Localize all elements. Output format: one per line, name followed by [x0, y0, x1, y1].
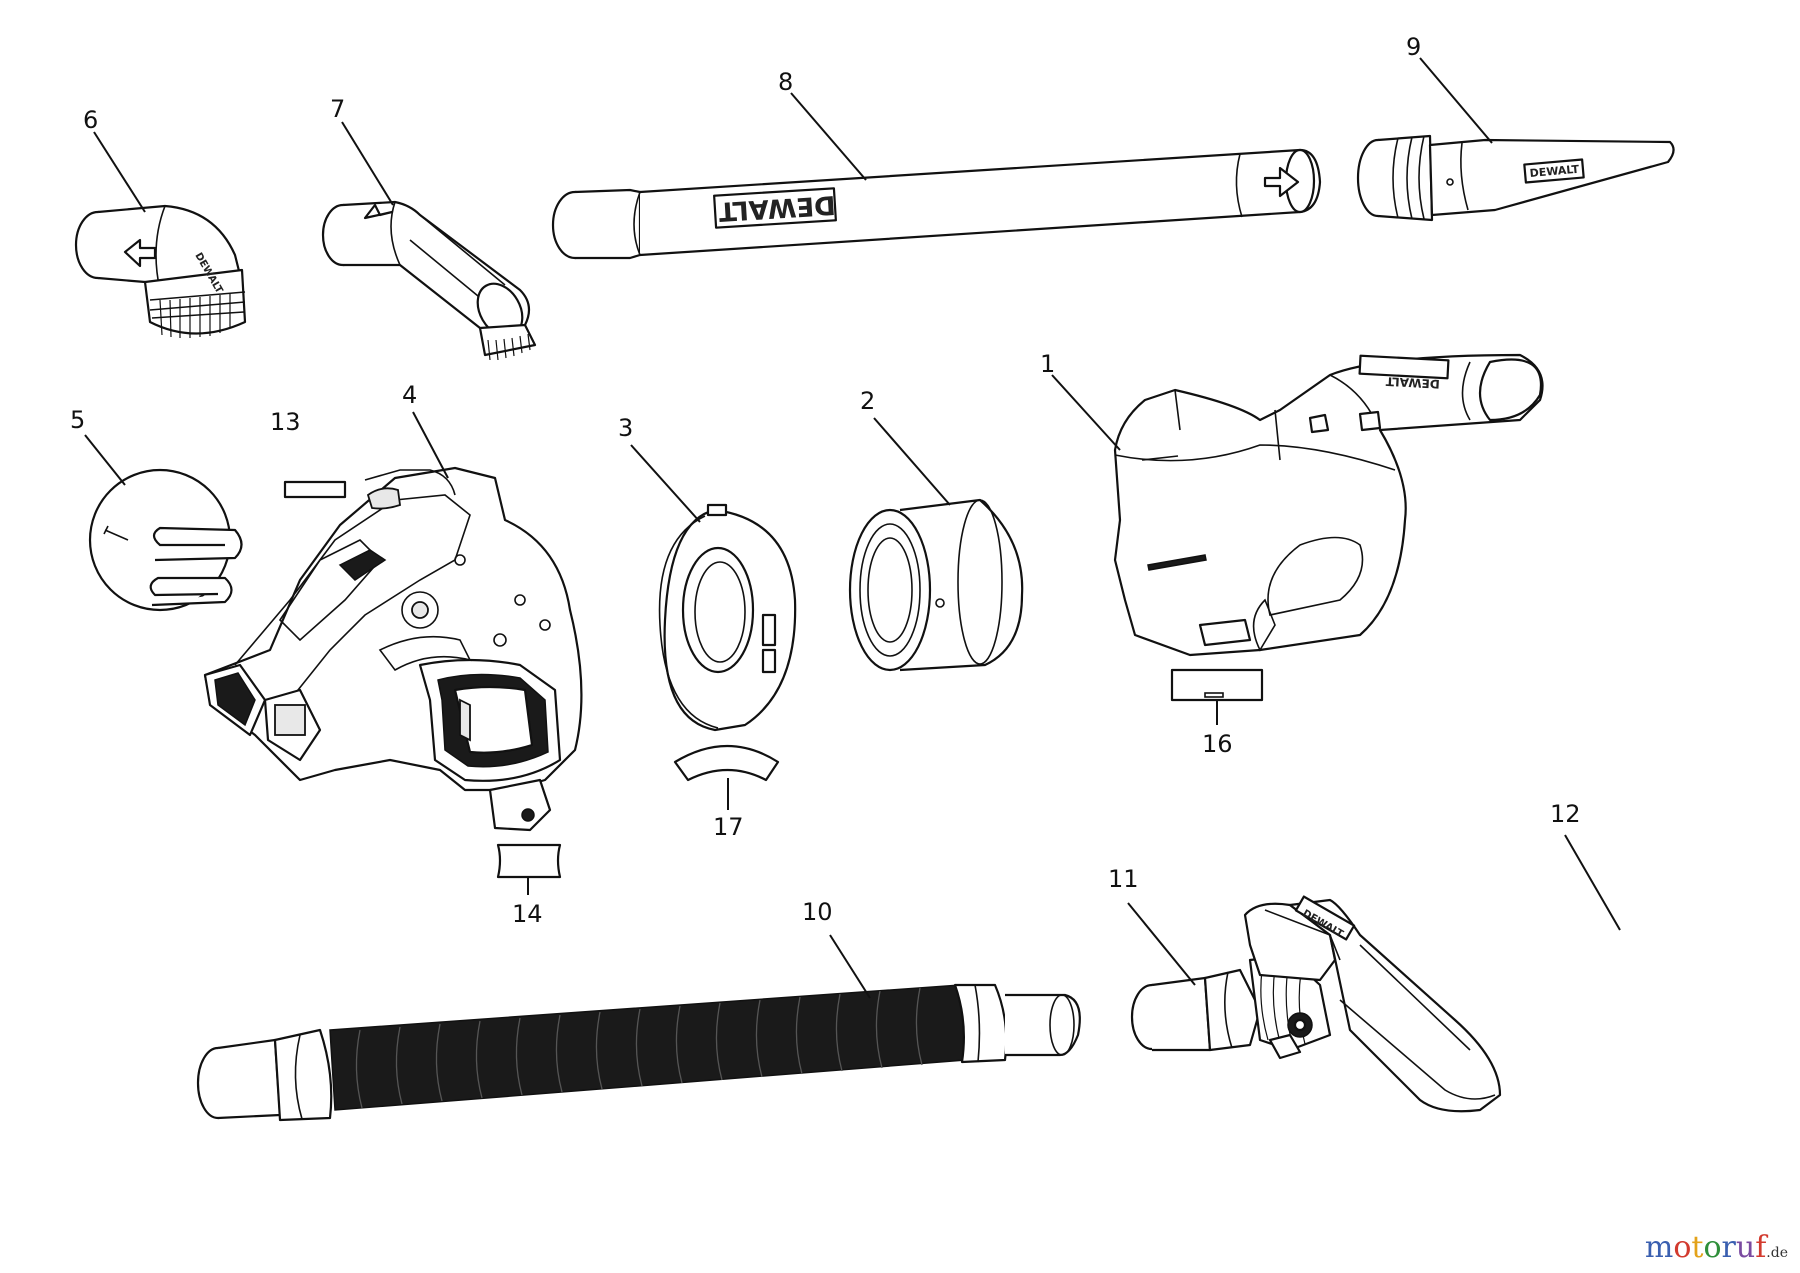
callout-13: 13 [270, 408, 301, 436]
callout-6: 6 [83, 106, 98, 134]
callout-1: 1 [1040, 350, 1055, 378]
callout-9: 9 [1406, 33, 1421, 61]
leader-lines [84, 57, 1621, 999]
watermark-letter: u [1735, 1230, 1756, 1265]
watermark-letter: r [1721, 1230, 1736, 1265]
svg-text:DEWALT: DEWALT [718, 189, 837, 226]
svg-text:DEWALT: DEWALT [1529, 163, 1580, 180]
callout-17: 17 [713, 813, 744, 841]
callout-4: 4 [402, 381, 417, 409]
part-2-filter [848, 498, 1024, 672]
part-3-seal-ring [658, 503, 797, 732]
part-8-extension-wand: DEWALT [551, 148, 1322, 260]
callout-10: 10 [802, 898, 833, 926]
watermark-logo: motoruf.de [1645, 1230, 1788, 1265]
part-4-motor-housing [203, 466, 583, 832]
callout-16: 16 [1202, 730, 1233, 758]
callout-7: 7 [330, 95, 345, 123]
watermark-letter: o [1703, 1230, 1722, 1265]
part-7-angled-brush [321, 200, 537, 361]
watermark-letter: m [1644, 1230, 1674, 1265]
part-6-elbow-nozzle: DEWALT [74, 204, 247, 338]
svg-text:DEWALT: DEWALT [1385, 374, 1440, 391]
part-9-crevice-tool: DEWALT [1356, 134, 1675, 222]
callout-8: 8 [778, 68, 793, 96]
callout-5: 5 [70, 406, 85, 434]
part-10-flex-hose [196, 983, 1081, 1122]
part-14-label-plate [496, 843, 562, 879]
part-5-clip-detail [88, 468, 243, 612]
part-17-label-plate [673, 745, 780, 782]
callout-3: 3 [618, 414, 633, 442]
part-1-main-housing: DEWALT [1113, 353, 1544, 657]
callout-12: 12 [1550, 800, 1581, 828]
part-13-label-plate [283, 480, 347, 499]
watermark-letter: o [1673, 1230, 1692, 1265]
callout-2: 2 [860, 387, 875, 415]
callout-numbers: 1 2 3 4 5 6 7 8 9 10 11 12 13 14 16 17 [70, 33, 1581, 928]
callout-11: 11 [1108, 865, 1139, 893]
watermark-letter: f [1755, 1230, 1767, 1265]
part-11-floor-nozzle: DEWALT [1130, 895, 1502, 1113]
part-16-label-plate [1170, 668, 1264, 702]
watermark-suffix: .de [1766, 1245, 1788, 1261]
watermark-letter: t [1691, 1230, 1704, 1265]
callout-14: 14 [512, 900, 543, 928]
